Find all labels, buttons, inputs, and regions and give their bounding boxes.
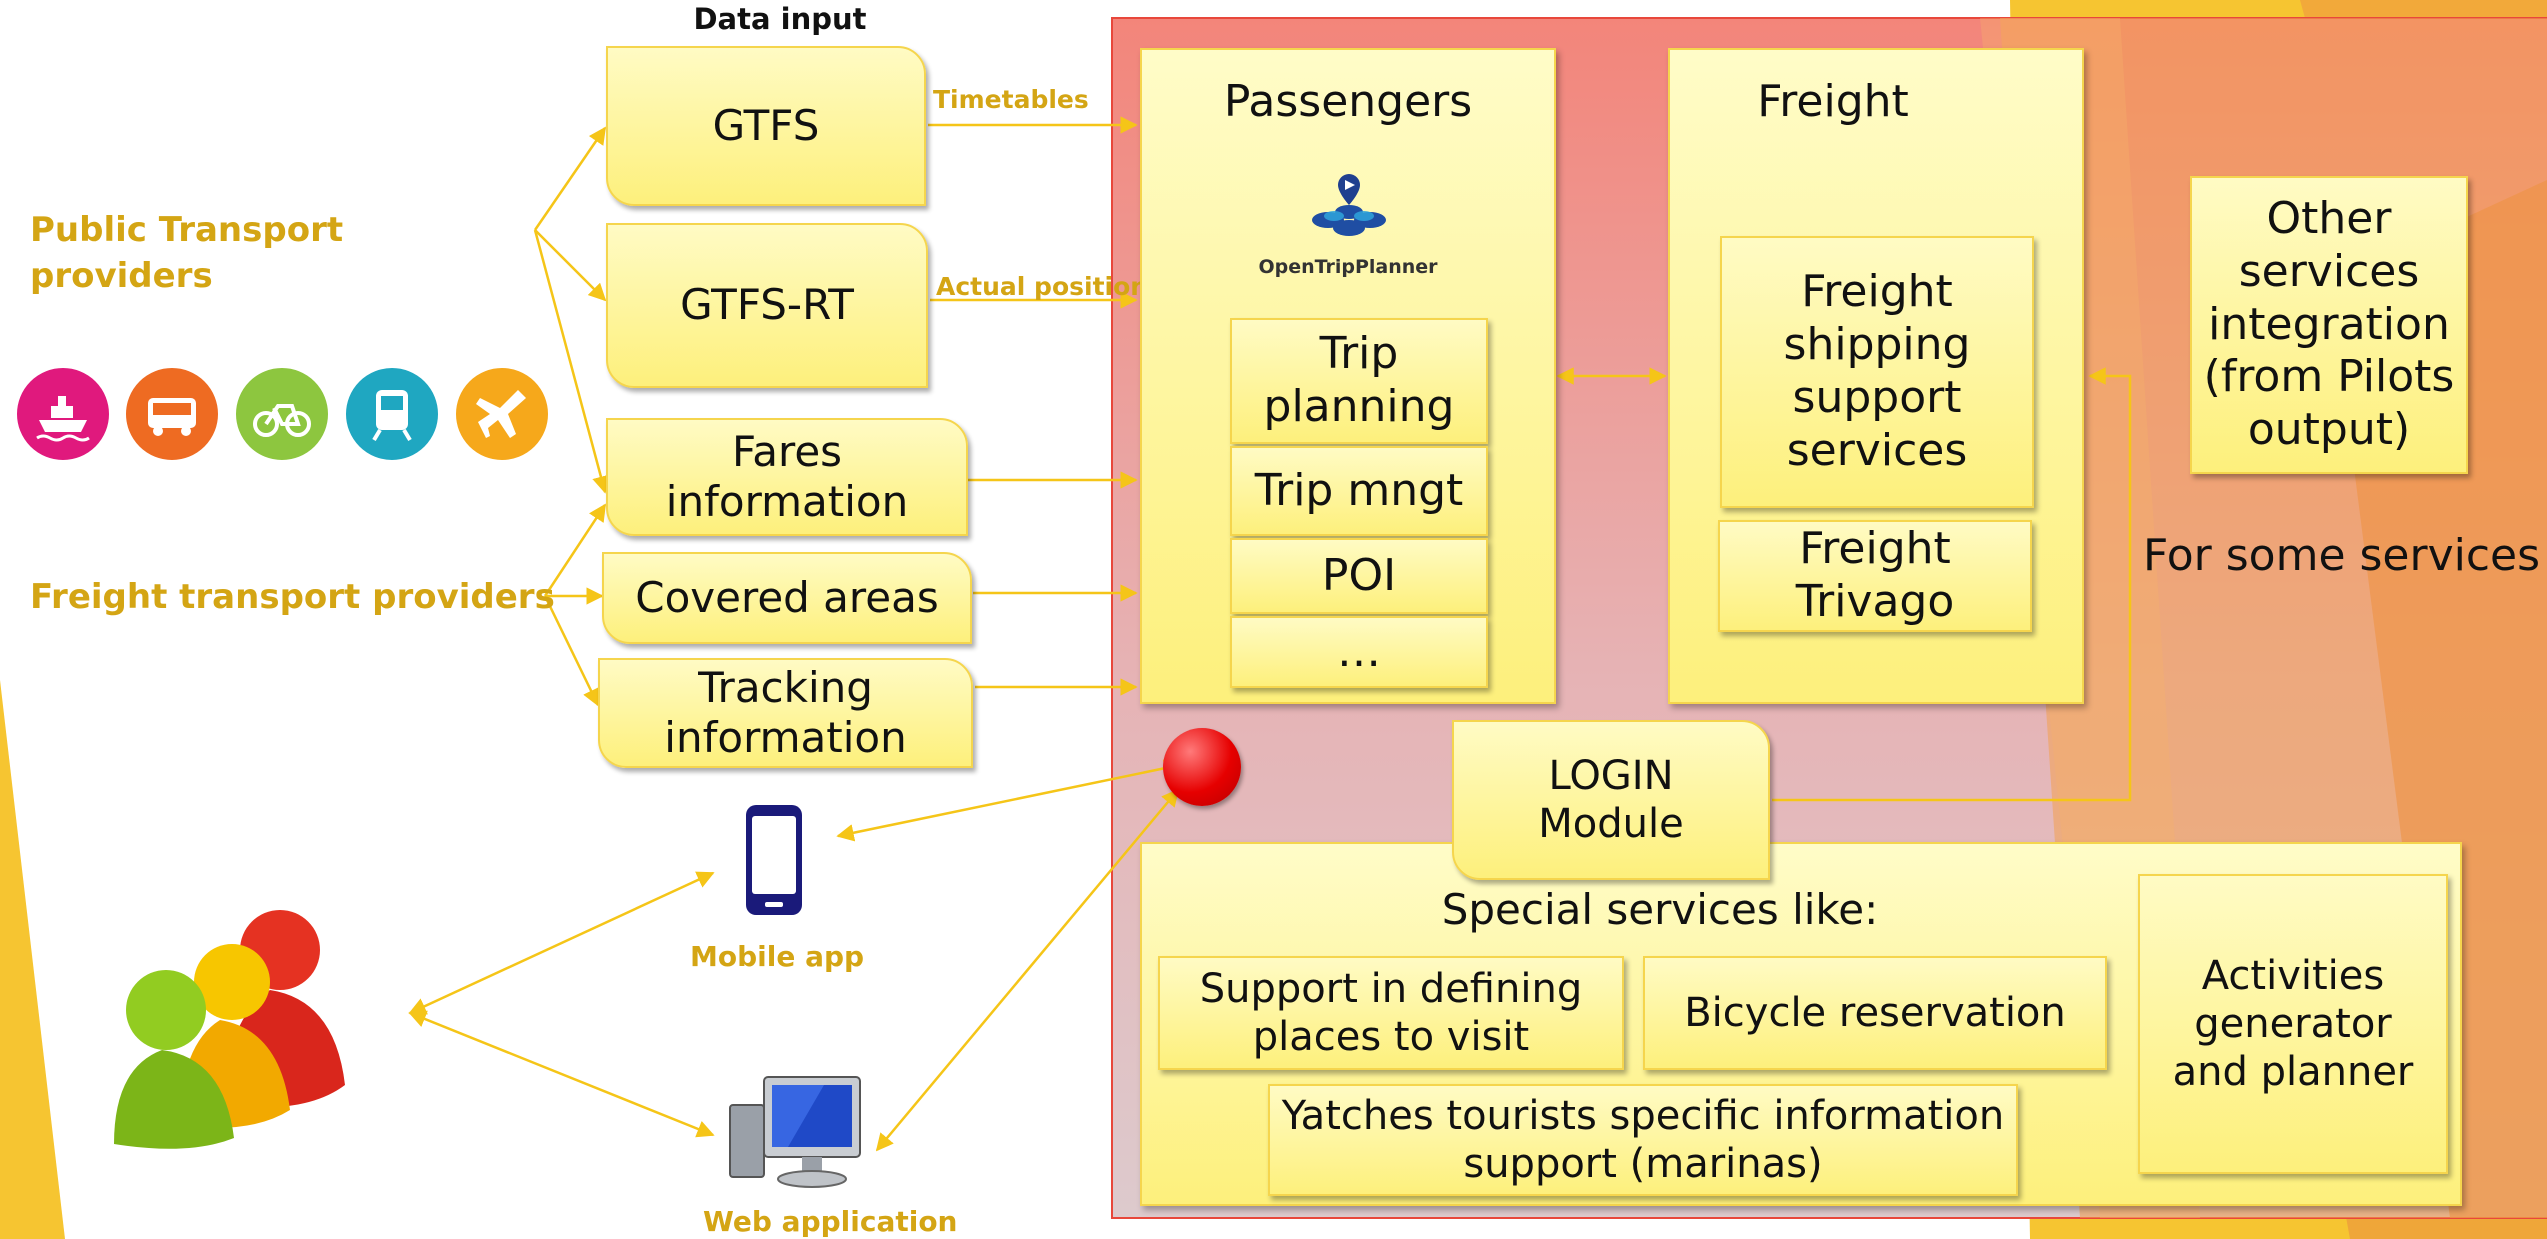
bicycle-reservation-box: Bicycle reservation xyxy=(1643,956,2107,1070)
computer-icon xyxy=(728,1075,868,1195)
yatches-info-label: Yatches tourists specific information su… xyxy=(1281,1093,2005,1187)
mobile-app-label: Mobile app xyxy=(690,940,865,973)
gtfs-rt-label: GTFS-RT xyxy=(680,280,854,330)
covered-areas-label: Covered areas xyxy=(635,572,939,622)
actual-position-label: Actual position xyxy=(936,272,1149,301)
trip-planning-label: Trip planning xyxy=(1263,328,1455,432)
freight-shipping-label: Freight shipping support services xyxy=(1783,266,1971,476)
passengers-title: Passengers xyxy=(1223,76,1473,127)
poi-box: POI xyxy=(1230,538,1488,614)
trip-planning-box: Trip planning xyxy=(1230,318,1488,444)
login-module-label: LOGIN Module xyxy=(1538,753,1684,847)
places-to-visit-label: Support in defining places to visit xyxy=(1199,966,1583,1060)
other-services-box: Other services integration (from Pilots … xyxy=(2190,176,2468,474)
login-module: LOGIN Module xyxy=(1452,720,1770,880)
fares-label: Fares information xyxy=(665,426,909,526)
tracking-box: Tracking information xyxy=(598,658,973,768)
freight-trivago-box: Freight Trivago xyxy=(1718,520,2032,632)
airplane-icon xyxy=(451,363,553,465)
more-items-label: … xyxy=(1337,625,1381,677)
trip-mngt-label: Trip mngt xyxy=(1254,464,1464,516)
gtfs-rt-box: GTFS-RT xyxy=(606,223,928,388)
bicycle-reservation-label: Bicycle reservation xyxy=(1684,990,2066,1036)
yatches-info-box: Yatches tourists specific information su… xyxy=(1268,1084,2018,1196)
activities-generator-label: Activities generator and planner xyxy=(2172,953,2414,1095)
timetables-label: Timetables xyxy=(933,85,1089,114)
special-services-title: Special services like: xyxy=(1441,885,1879,934)
bicycle-icon xyxy=(231,363,333,465)
train-icon xyxy=(341,363,443,465)
web-application-label: Web application xyxy=(703,1205,958,1238)
freight-shipping-box: Freight shipping support services xyxy=(1720,236,2034,508)
gtfs-label: GTFS xyxy=(712,100,820,150)
users-group-icon xyxy=(100,890,360,1150)
more-items-box: … xyxy=(1230,616,1488,688)
freight-transport-label: Freight transport providers xyxy=(30,577,555,617)
places-to-visit-box: Support in defining places to visit xyxy=(1158,956,1624,1070)
public-transport-label: Public Transport providers xyxy=(30,210,344,296)
freight-trivago-label: Freight Trivago xyxy=(1795,523,1955,627)
freight-title: Freight xyxy=(1757,76,1909,127)
trip-mngt-box: Trip mngt xyxy=(1230,446,1488,536)
opentripplanner-logo xyxy=(1290,172,1408,252)
activities-generator-box: Activities generator and planner xyxy=(2138,874,2448,1174)
login-access-point xyxy=(1163,728,1241,806)
poi-label: POI xyxy=(1321,549,1397,601)
fares-box: Fares information xyxy=(606,418,968,536)
opentripplanner-logo-text: OpenTripPlanner xyxy=(1258,256,1438,278)
other-services-label: Other services integration (from Pilots … xyxy=(2203,193,2455,456)
tracking-label: Tracking information xyxy=(664,662,907,762)
for-some-services-label: For some services xyxy=(2143,530,2541,581)
gtfs-box: GTFS xyxy=(606,46,926,206)
ship-icon xyxy=(12,363,114,465)
bus-icon xyxy=(121,363,223,465)
mobile-phone-icon xyxy=(743,802,805,918)
data-input-heading: Data input xyxy=(693,2,867,36)
covered-areas-box: Covered areas xyxy=(602,552,972,644)
